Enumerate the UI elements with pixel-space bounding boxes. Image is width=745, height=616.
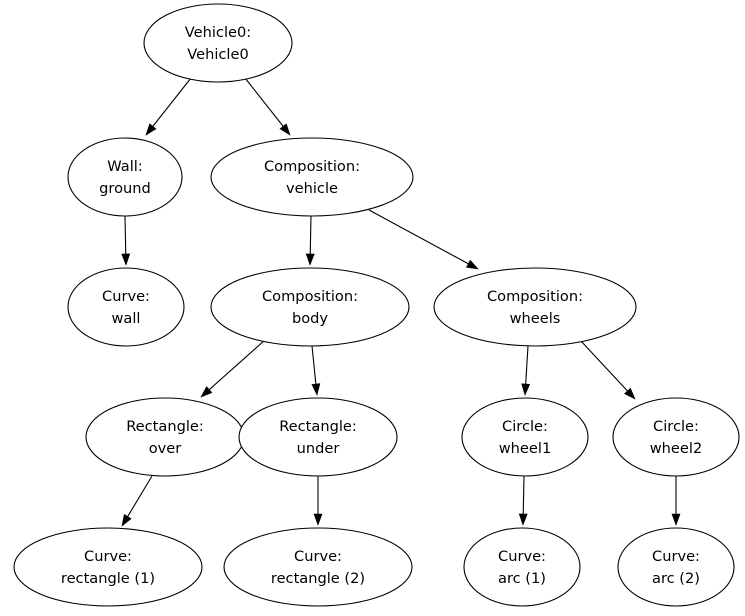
node-ellipse-composition_vehicle[interactable] — [210, 137, 414, 217]
node-ellipse-circle_wheel2[interactable] — [612, 397, 740, 477]
node-wall_ground[interactable]: Wall:ground — [67, 137, 183, 217]
node-ellipse-curve_arc_2[interactable] — [617, 527, 735, 607]
node-ellipse-circle_wheel1[interactable] — [461, 397, 589, 477]
node-ellipse-wall_ground[interactable] — [67, 137, 183, 217]
edge-rectangle_over-to-curve_rectangle_1 — [121, 475, 153, 527]
edge-circle_wheel2-to-curve_arc_2 — [671, 476, 681, 526]
edge-composition_wheels-to-circle_wheel2 — [579, 339, 636, 400]
node-ellipse-curve_rectangle_1[interactable] — [13, 527, 203, 607]
edges-layer — [121, 77, 681, 527]
node-rectangle_over[interactable]: Rectangle:over — [85, 397, 245, 477]
node-curve_arc_1[interactable]: Curve:arc (1) — [463, 527, 581, 607]
node-composition_body[interactable]: Composition:body — [210, 267, 410, 347]
node-vehicle0[interactable]: Vehicle0:Vehicle0 — [143, 3, 293, 83]
node-curve_rectangle_2[interactable]: Curve:rectangle (2) — [223, 527, 413, 607]
node-ellipse-curve_arc_1[interactable] — [463, 527, 581, 607]
edge-composition_vehicle-to-composition_body — [305, 215, 315, 266]
node-circle_wheel2[interactable]: Circle:wheel2 — [612, 397, 740, 477]
node-ellipse-curve_wall[interactable] — [67, 267, 185, 347]
node-ellipse-composition_body[interactable] — [210, 267, 410, 347]
nodes-layer: Vehicle0:Vehicle0Wall:groundComposition:… — [13, 3, 740, 607]
node-ellipse-rectangle_under[interactable] — [238, 397, 398, 477]
node-composition_vehicle[interactable]: Composition:vehicle — [210, 137, 414, 217]
edge-vehicle0-to-composition_vehicle — [244, 77, 291, 136]
edge-circle_wheel1-to-curve_arc_1 — [518, 475, 528, 526]
node-curve_arc_2[interactable]: Curve:arc (2) — [617, 527, 735, 607]
node-curve_wall[interactable]: Curve:wall — [67, 267, 185, 347]
edge-vehicle0-to-wall_ground — [145, 77, 192, 136]
node-ellipse-vehicle0[interactable] — [143, 3, 293, 83]
node-ellipse-curve_rectangle_2[interactable] — [223, 527, 413, 607]
edge-composition_body-to-rectangle_under — [311, 345, 321, 396]
node-ellipse-rectangle_over[interactable] — [85, 397, 245, 477]
edge-composition_body-to-rectangle_over — [200, 339, 266, 398]
node-rectangle_under[interactable]: Rectangle:under — [238, 397, 398, 477]
node-ellipse-composition_wheels[interactable] — [433, 267, 637, 347]
edge-wall_ground-to-curve_wall — [121, 215, 131, 266]
node-composition_wheels[interactable]: Composition:wheels — [433, 267, 637, 347]
edge-composition_vehicle-to-composition_wheels — [368, 209, 479, 270]
node-curve_rectangle_1[interactable]: Curve:rectangle (1) — [13, 527, 203, 607]
edge-rectangle_under-to-curve_rectangle_2 — [313, 476, 323, 526]
node-circle_wheel1[interactable]: Circle:wheel1 — [461, 397, 589, 477]
edge-composition_wheels-to-circle_wheel1 — [521, 345, 531, 396]
